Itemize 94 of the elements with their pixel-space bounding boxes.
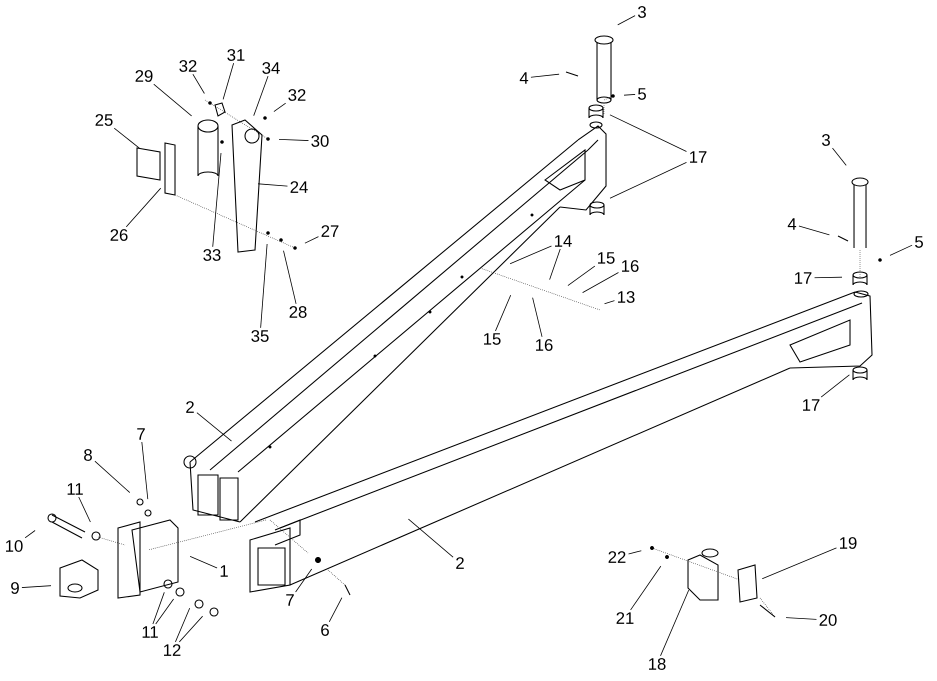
callout-number: 15 [484, 333, 501, 345]
leader-line [155, 598, 174, 624]
leader-line [22, 585, 52, 588]
callout-number: 16 [536, 339, 553, 351]
callout-number: 3 [822, 134, 830, 146]
leader-line [624, 94, 636, 96]
leader-line [832, 148, 847, 166]
leader-line [253, 76, 268, 116]
leader-line [762, 547, 837, 580]
callout-number: 15 [598, 252, 615, 264]
callout-number: 28 [290, 306, 307, 318]
callout-number: 2 [456, 557, 464, 569]
leader-line [568, 266, 596, 286]
callout-number: 25 [96, 114, 113, 126]
leader-line [94, 460, 130, 493]
callout-number: 34 [262, 62, 280, 74]
leader-line [190, 556, 218, 568]
callout-number: 32 [179, 60, 196, 72]
leader-line [798, 226, 830, 236]
leader-line [820, 374, 850, 398]
leader-line [530, 74, 560, 78]
leader-line [222, 62, 234, 100]
leader-line [304, 236, 319, 244]
callout-number: 14 [555, 235, 572, 247]
leader-line [260, 244, 268, 328]
leader-line [196, 412, 232, 442]
leader-line [258, 183, 288, 186]
callout-number: 3 [638, 6, 646, 18]
callout-number: 17 [690, 151, 706, 163]
leader-line [283, 250, 296, 304]
callout-number: 24 [290, 181, 308, 193]
leader-line [532, 297, 542, 338]
leader-line [628, 550, 642, 554]
leader-line [178, 616, 203, 642]
leader-line [126, 188, 162, 228]
leader-line [510, 246, 552, 264]
callout-number: 11 [68, 483, 83, 495]
callout-number: 26 [110, 229, 128, 241]
callout-number: 5 [638, 88, 646, 100]
callout-number: 10 [6, 540, 23, 552]
callout-number: 22 [608, 551, 626, 563]
callout-number: 7 [286, 594, 294, 606]
leader-line [212, 152, 222, 248]
callout-number: 11 [142, 626, 158, 638]
leader-line [141, 442, 148, 500]
callout-number: 20 [820, 614, 837, 626]
callout-number: 4 [788, 218, 796, 230]
callout-number: 31 [227, 49, 244, 61]
leader-line [610, 114, 687, 152]
leader-line [114, 128, 140, 149]
callout-number: 2 [186, 401, 194, 413]
leader-line [328, 597, 342, 622]
callout-number: 17 [803, 399, 820, 411]
leader-line [630, 566, 662, 610]
callout-number: 29 [136, 70, 152, 82]
callout-number: 13 [618, 291, 635, 303]
leader-line [152, 592, 165, 624]
callout-number: 30 [311, 135, 329, 147]
callout-number: 9 [11, 582, 19, 594]
leader-line [610, 162, 687, 199]
callout-number: 8 [84, 449, 92, 461]
callout-number: 5 [915, 236, 923, 248]
callout-number: 27 [322, 225, 338, 237]
callout-number: 17 [795, 272, 812, 284]
callout-number: 4 [520, 72, 528, 84]
leader-line [495, 294, 512, 332]
leader-line [274, 102, 286, 112]
leader-line [890, 244, 913, 256]
leader-line [660, 590, 690, 656]
leader-line [549, 248, 561, 280]
callout-number: 12 [164, 644, 180, 656]
leader-line [814, 276, 842, 278]
leader-line [295, 568, 312, 592]
callout-number: 18 [649, 658, 666, 670]
leader-line [408, 518, 454, 558]
callout-number: 19 [840, 537, 856, 549]
leader-line [78, 496, 91, 522]
callout-number: 1 [220, 565, 228, 577]
leader-line [192, 74, 205, 94]
leader-line [175, 608, 190, 642]
leader-line [24, 530, 36, 538]
leader-line [786, 617, 817, 620]
callout-number: 35 [251, 330, 269, 342]
leader-line [582, 272, 619, 293]
leader-line [617, 15, 636, 26]
leader-line [604, 300, 615, 304]
callout-number: 32 [288, 89, 306, 101]
leader-line [153, 84, 192, 116]
callout-number: 6 [321, 624, 329, 636]
callout-number: 21 [616, 612, 634, 624]
callout-number: 7 [137, 428, 145, 440]
callout-number: 16 [622, 260, 639, 272]
leader-line [278, 139, 309, 141]
callout-number: 33 [203, 249, 221, 261]
